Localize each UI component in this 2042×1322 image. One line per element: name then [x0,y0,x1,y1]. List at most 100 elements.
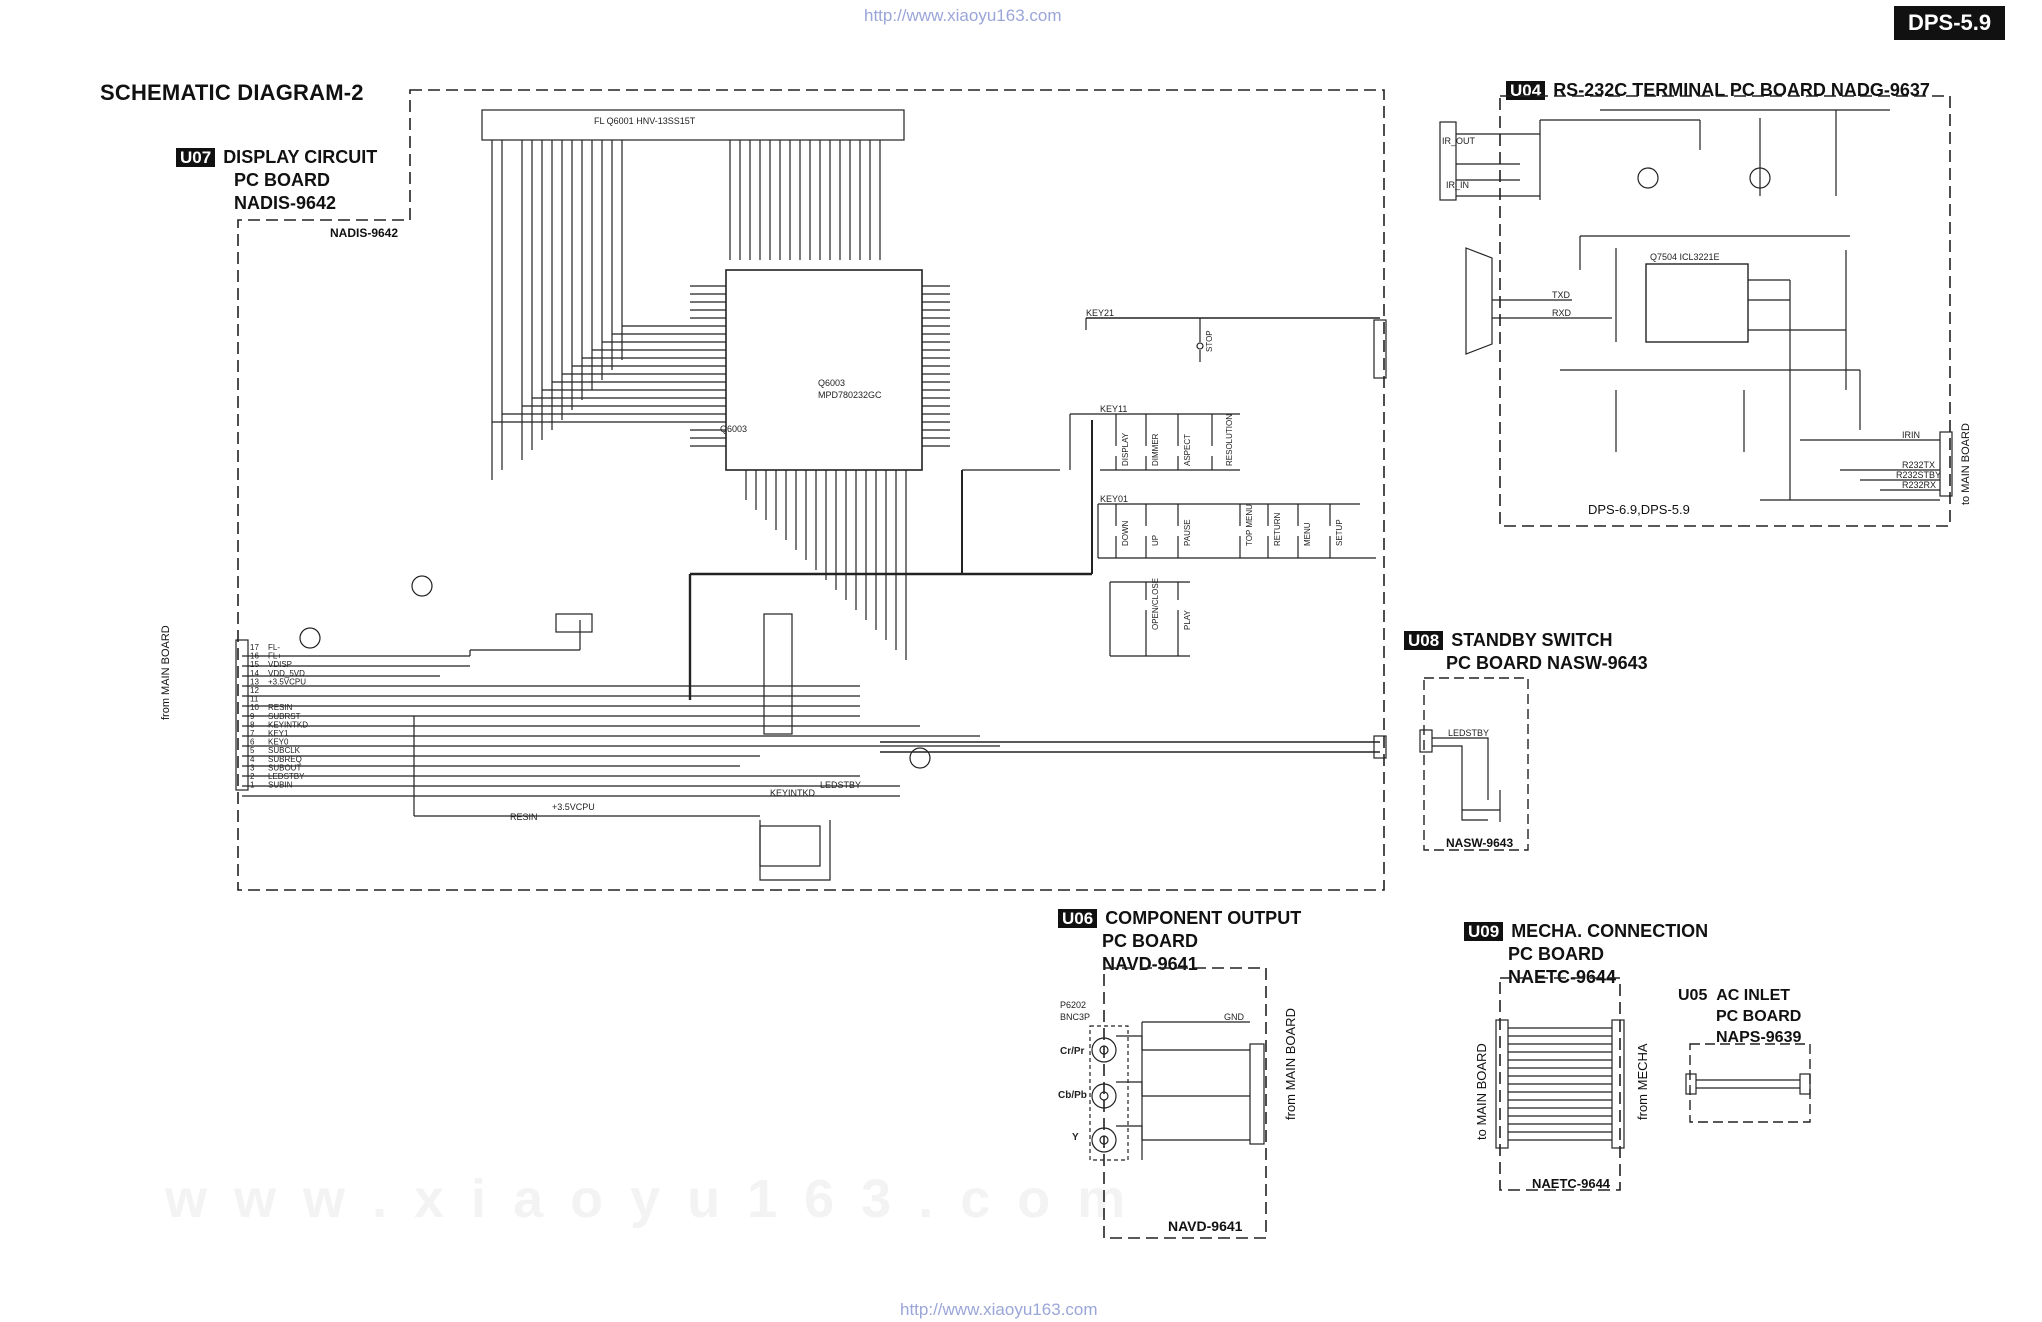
u08-line1: STANDBY SWITCH [1451,630,1613,650]
main-connector-pin-number: 4 [250,755,255,764]
u09-line1: MECHA. CONNECTION [1511,921,1709,941]
u07-outline [237,89,1385,891]
key01-switch-label: SETUP [1335,519,1344,546]
u05-line3: NAPS-9639 [1716,1029,1802,1046]
main-ic-bottom-pins [745,470,907,660]
u09-tag: U09 [1464,922,1504,941]
key11-switch-label: RESOLUTION [1225,414,1234,466]
u09-footer: NAETC-9644 [1532,1176,1611,1191]
rs232stby-label: R232STBY [1896,470,1941,480]
rs232-ic [1645,263,1749,343]
u06-line2: PC BOARD [1102,931,1199,951]
main-connector-pin-number: 1 [250,781,255,790]
watermark: w w w . x i a o y u 1 6 3 . c o m [165,1169,1132,1229]
main-connector-pin-number: 17 [250,643,259,652]
rxd-label: RXD [1552,308,1572,318]
main-connector-pin-number: 5 [250,746,255,755]
txd-label: TXD [1552,290,1571,300]
main-connector-pin-label: SUBOUT [268,763,301,772]
u07-line3: NADIS-9642 [234,193,337,213]
main-connector-pin-label: SUBCLK [268,746,301,755]
row4-switch-label: PLAY [1183,609,1192,630]
bnc-connector-type: BNC3P [1060,1012,1090,1022]
ledstby-label: LEDSTBY [820,780,861,790]
bottom-url[interactable]: http://www.xiaoyu163.com [900,1300,1098,1319]
main-connector-pin-label: KEY1 [268,729,289,738]
u04-main-connector [1939,431,1953,497]
vdd-label: +3.5VCPU [552,802,595,812]
irin-label: IRIN [1902,430,1920,440]
keyintkd-label: KEYINTKD [770,788,816,798]
top-url[interactable]: http://www.xiaoyu163.com [864,6,1062,25]
u08-tag: U08 [1404,631,1444,650]
key11-switch-label: ASPECT [1183,434,1192,466]
main-connector-pin-number: 9 [250,712,255,721]
main-ic-ref-text: Q6003 [818,378,845,388]
main-connector-pin-label: VDD_5VD [268,669,305,678]
u06-outline [1103,967,1267,1239]
main-connector-pin-label: LEDSTBY [268,772,305,781]
page-title: SCHEMATIC DIAGRAM-2 [100,80,364,105]
u06-line1: COMPONENT OUTPUT [1105,908,1302,928]
key01-switch-label: PAUSE [1183,519,1192,546]
model-badge: DPS-5.9 [1894,6,2006,40]
key01-switch-label: RETURN [1273,512,1282,546]
key11-label: KEY11 [1100,404,1127,414]
u08-outline [1423,677,1529,851]
u09-right-connector [1611,1019,1625,1149]
right-connector-bottom [1373,735,1387,759]
row4-switch-label: OPEN/CLOSE [1151,578,1160,630]
main-connector-pin-number: 11 [250,695,259,704]
u04-tag: U04 [1506,81,1546,100]
key01-label: KEY01 [1100,494,1128,504]
u06-connector [1249,1043,1265,1145]
main-connector-pin-label: SUBREQ [268,755,302,764]
ir-in-label: IR_IN [1446,180,1469,190]
bnc-connector-ref: P6202 [1060,1000,1086,1010]
main-connector-pin-number: 12 [250,686,259,695]
u06-tag: U06 [1058,909,1098,928]
main-connector-pin-number: 14 [250,669,259,678]
u06-line3: NAVD-9641 [1102,954,1198,974]
u07-footer: NADIS-9642 [330,226,399,240]
main-connector-pin-label: FL- [268,643,280,652]
ir-out-label: IR_OUT [1442,136,1476,146]
fl-display-body [481,109,905,141]
key01-switch-label: MENU [1303,522,1312,546]
main-connector-pin-label: KEYINTKD [268,720,308,729]
rs232tx-label: R232TX [1902,460,1935,470]
u06-heading: U06 COMPONENT OUTPUT PC BOARD NAVD-9641 [1058,907,1301,976]
u06-footer: NAVD-9641 [1168,1218,1243,1234]
u05-line1: AC INLET [1716,987,1791,1004]
bnc-cb-pb [1091,1083,1117,1109]
key11-switch-label: DISPLAY [1121,432,1130,466]
u04-ir-connector [1439,121,1457,201]
rs232rx-label: R232RX [1902,480,1936,490]
key01-switch-label: DOWN [1121,520,1130,546]
fl-display-label: FL Q6001 HNV-13SS15T [594,116,696,126]
main-connector-pin-number: 15 [250,660,259,669]
main-ic-part: MPD780232GC [818,390,882,400]
stop-switch-label: STOP [1205,330,1214,352]
main-ic-ref: Q6003 [720,424,747,434]
main-ic-body [725,269,923,471]
key11-switch-label: DIMMER [1151,433,1160,466]
gnd-label: GND [1224,1012,1245,1022]
main-connector-pin-label: FL+ [268,652,282,661]
bnc-y [1091,1127,1117,1153]
key21-label: KEY21 [1086,308,1114,318]
fl-pins [491,140,881,480]
u09-outline [1499,977,1621,1191]
u08-line2: PC BOARD NASW-9643 [1446,653,1648,673]
main-connector-pin-number: 16 [250,652,259,661]
main-connector-pin-label: VDISP [268,660,292,669]
u05-outline [1689,1043,1811,1123]
u05-tag: U05 [1678,987,1708,1004]
main-connector-pin-label: +3.5VCPU [268,677,306,686]
rs232-ic-label: Q7504 ICL3221E [1650,252,1720,262]
